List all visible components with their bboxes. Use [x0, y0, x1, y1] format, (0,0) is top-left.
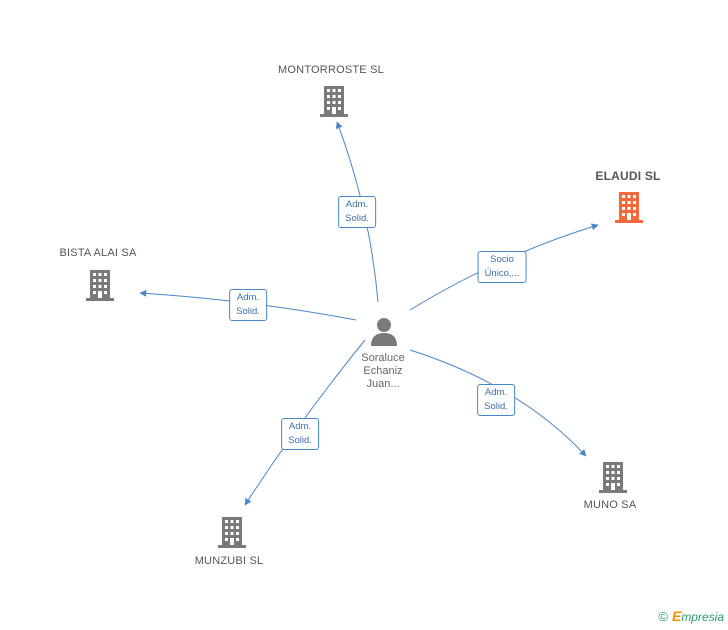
relation-line-2: Solid.: [236, 306, 260, 317]
relation-line-2: Solid.: [345, 213, 369, 224]
brand-footer: © Empresia: [658, 608, 724, 624]
brand-logo[interactable]: Empresia: [672, 608, 724, 624]
building-icon[interactable]: [218, 517, 246, 548]
company-name-montorroste[interactable]: MONTORROSTE SL: [278, 64, 384, 76]
brand-name: mpresia: [681, 610, 724, 624]
building-icon[interactable]: [599, 462, 627, 493]
relation-line-1: Adm.: [236, 292, 260, 303]
person-name[interactable]: Soraluce Echaniz Juan...: [343, 352, 423, 391]
relation-line-2: Único,...: [484, 268, 520, 279]
brand-initial: E: [671, 608, 682, 624]
company-name-elaudi[interactable]: ELAUDI SL: [595, 169, 661, 183]
building-icon[interactable]: [86, 270, 114, 301]
relation-line-2: Solid.: [484, 401, 508, 412]
building-icon[interactable]: [615, 192, 643, 223]
company-name-bista-alai[interactable]: BISTA ALAI SA: [59, 247, 137, 259]
person-name-line-3: Juan...: [366, 378, 400, 390]
relation-line-1: Adm.: [288, 421, 312, 432]
company-name-muno[interactable]: MUNO SA: [583, 499, 637, 511]
relation-label-montorroste[interactable]: Adm. Solid.: [338, 196, 376, 228]
person-name-line-2: Echaniz: [363, 365, 403, 377]
copyright-icon: ©: [658, 608, 668, 624]
relation-line-1: Adm.: [345, 199, 369, 210]
relation-label-elaudi[interactable]: Socio Único,...: [477, 251, 527, 283]
relation-line-1: Adm.: [484, 387, 508, 398]
relation-line-2: Solid.: [288, 435, 312, 446]
relation-label-bista-alai[interactable]: Adm. Solid.: [229, 289, 267, 321]
relation-line-1: Socio: [490, 254, 514, 265]
relation-label-muno[interactable]: Adm. Solid.: [477, 384, 515, 416]
building-icon[interactable]: [320, 84, 348, 118]
person-icon[interactable]: [371, 318, 397, 346]
person-name-line-1: Soraluce: [361, 352, 405, 364]
relation-label-munzubi[interactable]: Adm. Solid.: [281, 418, 319, 450]
company-name-munzubi[interactable]: MUNZUBI SL: [194, 555, 264, 567]
